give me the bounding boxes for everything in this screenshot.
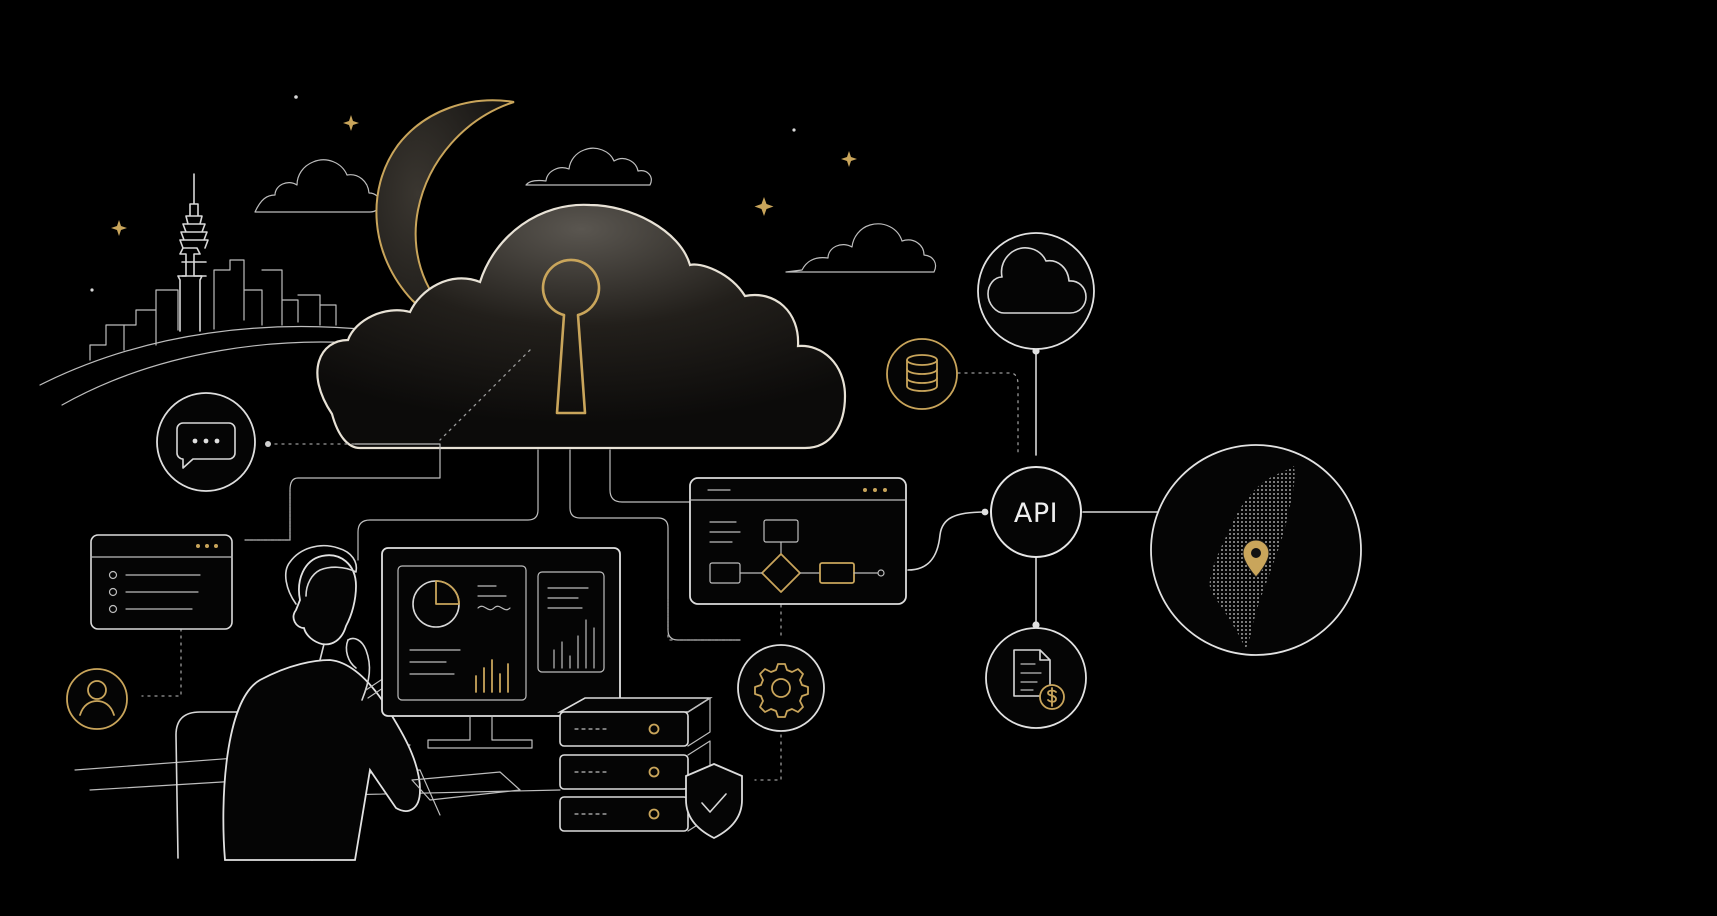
api-hub[interactable]: API [990,466,1082,558]
dashboard-monitor-icon [409,580,595,693]
invoice-dollar-icon [985,627,1087,729]
keyhole-icon [541,258,601,415]
connector-lines [141,347,1159,781]
city-skyline-icon [39,173,381,406]
stars [90,95,857,292]
taiwan-map-pin-icon [1150,444,1362,656]
chat-bubble-icon [156,392,256,492]
flowchart-window-icon [689,477,907,605]
api-label: API [1014,498,1058,529]
shield-check-icon [685,763,743,840]
cloud-lock-icon [316,203,847,450]
list-window-icon [90,534,233,630]
gear-icon [737,644,825,732]
database-icon [886,338,958,410]
user-icon [66,668,128,730]
server-stack-icon [556,697,713,832]
cloud-icon [977,232,1095,350]
star-icon [111,115,857,236]
